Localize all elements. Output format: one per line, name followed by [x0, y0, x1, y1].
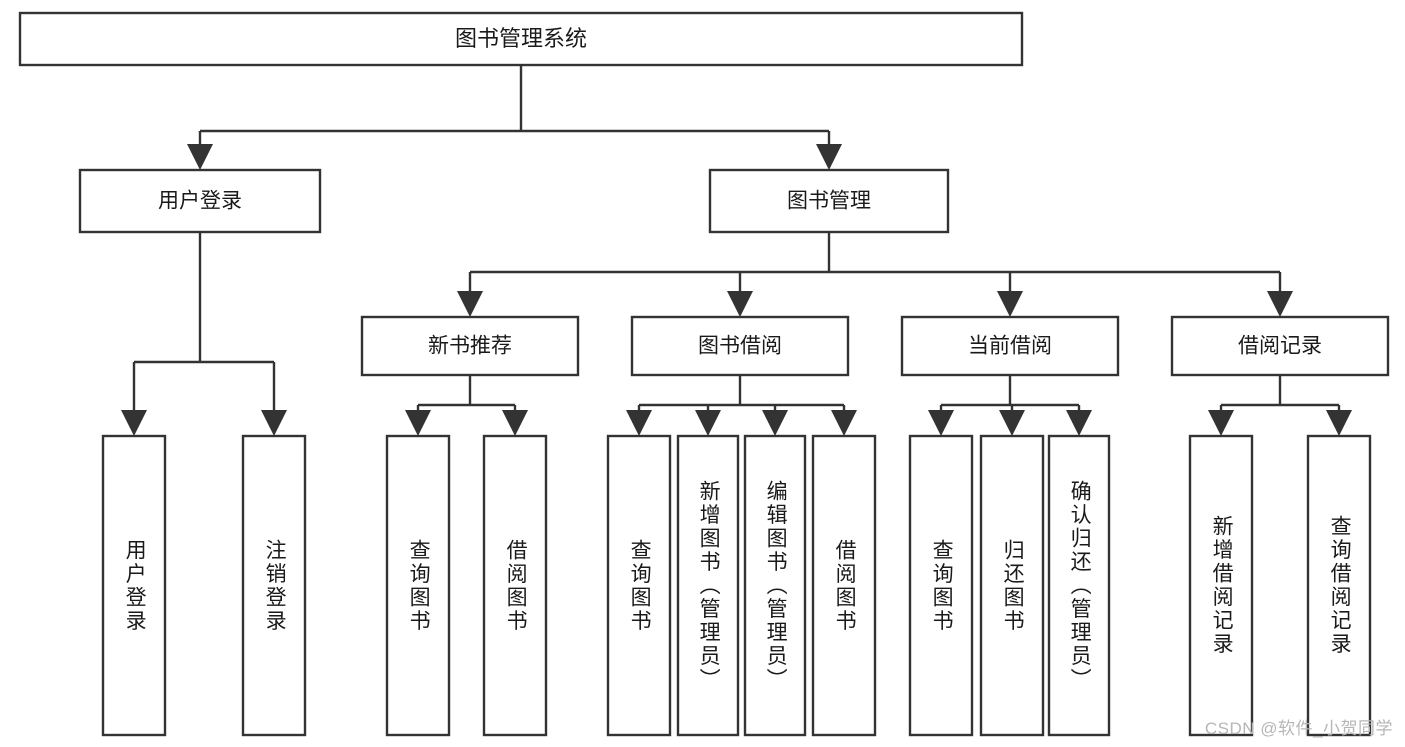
- node-leaf-query-book-3-box[interactable]: [908, 434, 974, 737]
- node-new-book-recommend-label: 新书推荐: [428, 335, 512, 358]
- node-book-borrow-box[interactable]: [630, 315, 850, 377]
- node-book-manage-label: 图书管理: [787, 190, 871, 213]
- node-user-login-box[interactable]: [78, 168, 322, 234]
- watermark: CSDN @软件_小贺同学: [1204, 719, 1393, 738]
- book-borrow-group-arrow-3-head: [831, 410, 857, 436]
- node-leaf-confirm-return-admin-box[interactable]: [1047, 434, 1111, 737]
- node-leaf-add-borrow-record-box[interactable]: [1188, 434, 1254, 737]
- node-root-label: 图书管理系统: [455, 26, 587, 51]
- new-book-recommend-group-arrow-0-head: [405, 410, 431, 436]
- node-leaf-return-book-box[interactable]: [979, 434, 1045, 737]
- book-borrow-group-arrow-2-head: [762, 410, 788, 436]
- node-root-box[interactable]: [18, 11, 1024, 67]
- current-borrow-group-arrow-2-head: [1066, 410, 1092, 436]
- user-login-group-arrow-0-head: [121, 410, 147, 436]
- current-borrow-group-arrow-1-head: [999, 410, 1025, 436]
- node-current-borrow-box[interactable]: [900, 315, 1120, 377]
- book-manage-arrow-1-head: [727, 291, 753, 317]
- new-book-recommend-group-arrow-1-head: [502, 410, 528, 436]
- node-box-layer: [18, 11, 1390, 737]
- node-new-book-recommend-box[interactable]: [360, 315, 580, 377]
- node-leaf-add-book-admin-box[interactable]: [676, 434, 740, 737]
- book-manage-arrow-2-head: [997, 291, 1023, 317]
- user-login-group-arrow-1-head: [261, 410, 287, 436]
- book-borrow-group-arrow-1-head: [695, 410, 721, 436]
- root-arrow-1-head: [816, 144, 842, 170]
- node-leaf-user-login-box[interactable]: [101, 434, 167, 737]
- node-book-manage-box[interactable]: [708, 168, 950, 234]
- borrow-record-group-arrow-0-head: [1208, 410, 1234, 436]
- node-leaf-borrow-book-2-box[interactable]: [811, 434, 877, 737]
- node-borrow-record-label: 借阅记录: [1238, 335, 1322, 358]
- node-leaf-borrow-book-1-box[interactable]: [482, 434, 548, 737]
- root-arrow-0-head: [187, 144, 213, 170]
- node-leaf-query-book-1-box[interactable]: [385, 434, 451, 737]
- current-borrow-group-arrow-0-head: [928, 410, 954, 436]
- node-leaf-query-borrow-record-box[interactable]: [1306, 434, 1372, 737]
- node-leaf-edit-book-admin-box[interactable]: [743, 434, 807, 737]
- borrow-record-group-arrow-1-head: [1326, 410, 1352, 436]
- connector-layer: [121, 65, 1352, 436]
- node-book-borrow-label: 图书借阅: [698, 335, 782, 358]
- node-leaf-logout-login-box[interactable]: [241, 434, 307, 737]
- node-borrow-record-box[interactable]: [1170, 315, 1390, 377]
- book-manage-arrow-3-head: [1267, 291, 1293, 317]
- node-leaf-query-book-2-box[interactable]: [606, 434, 672, 737]
- node-user-login-label: 用户登录: [158, 190, 242, 213]
- book-borrow-group-arrow-0-head: [626, 410, 652, 436]
- book-manage-arrow-0-head: [457, 291, 483, 317]
- node-current-borrow-label: 当前借阅: [968, 335, 1052, 358]
